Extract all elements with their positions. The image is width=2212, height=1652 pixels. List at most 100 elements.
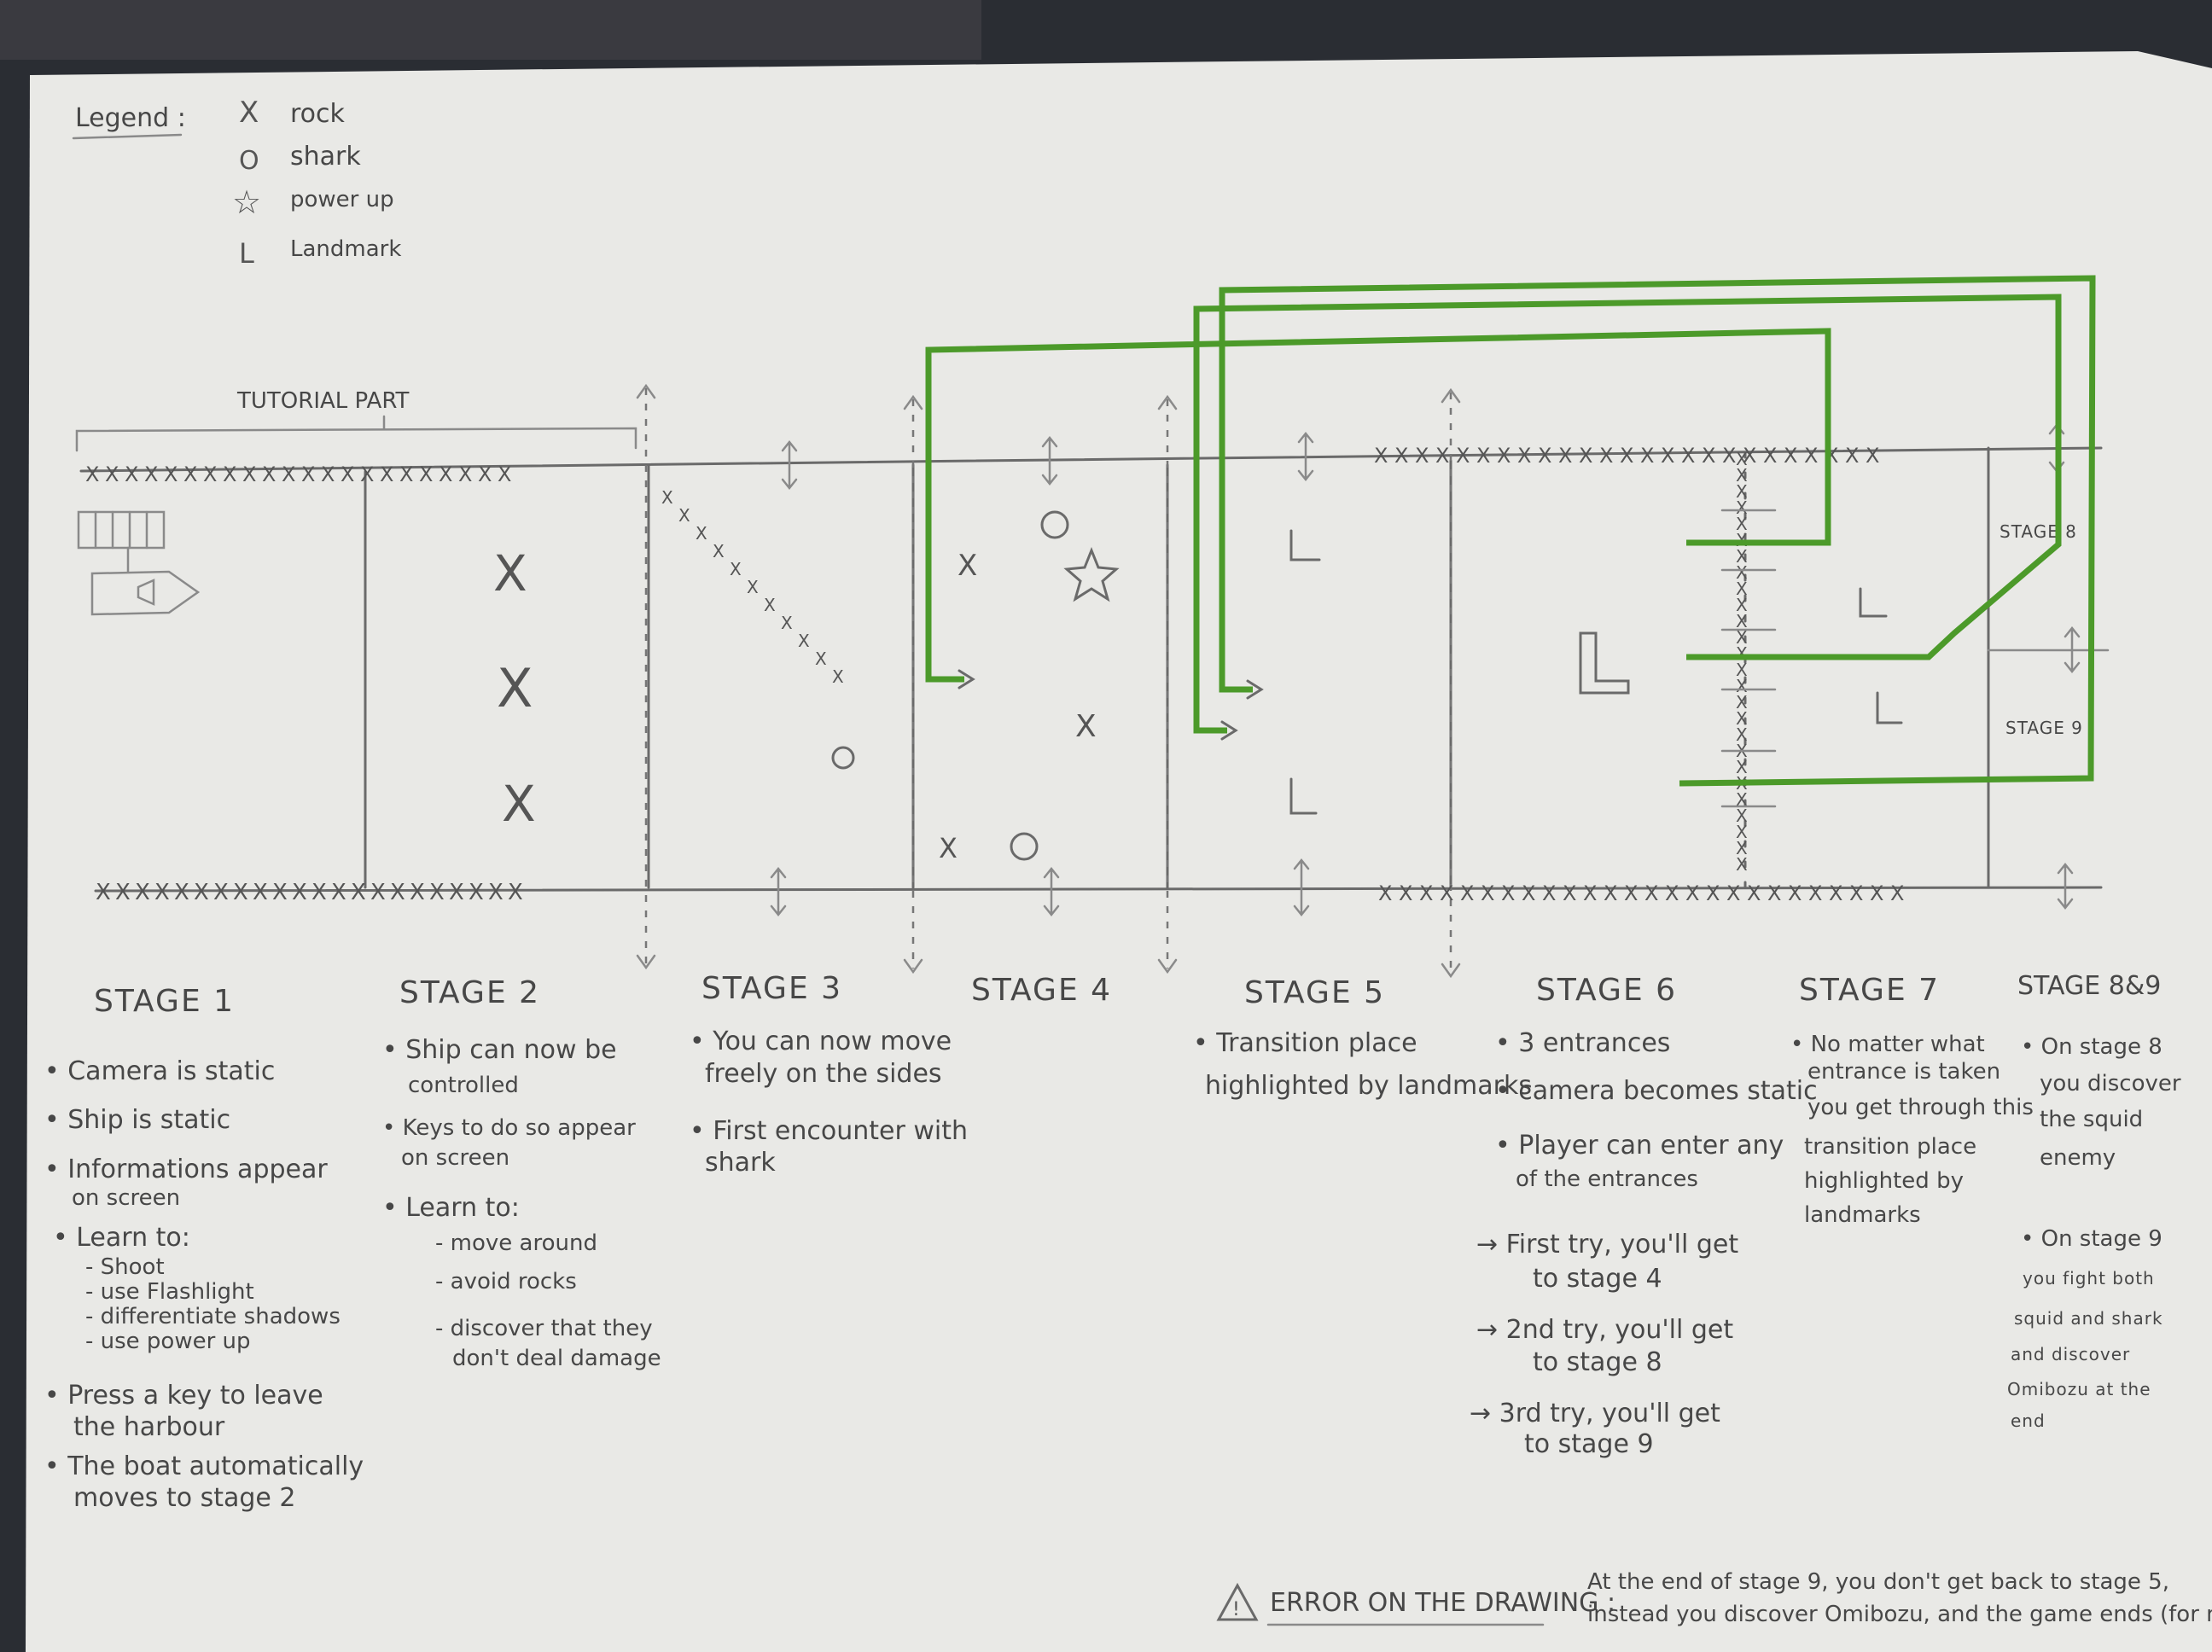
rock-icon: X: [832, 666, 844, 687]
stage-note: enemy: [2040, 1145, 2116, 1171]
stage-note: - use power up: [85, 1329, 251, 1354]
stage-note: to stage 8: [1533, 1347, 1662, 1377]
rock-icon: X: [958, 549, 977, 583]
rock-icon: X: [1415, 444, 1429, 468]
landmark-icon: [1289, 529, 1321, 561]
stage-note: • 3 entrances: [1495, 1028, 1670, 1058]
landmark-icon: L: [239, 237, 254, 270]
rock-icon: X: [1736, 449, 1748, 469]
rock-icon: X: [154, 880, 170, 905]
rock-icon: X: [96, 880, 111, 905]
rock-icon: X: [493, 544, 527, 602]
stage-title: STAGE 8&9: [2017, 971, 2161, 1001]
stage-note: the squid: [2040, 1107, 2143, 1132]
stage-note: - Shoot: [85, 1254, 165, 1280]
rock-icon: X: [1481, 881, 1494, 905]
rock-icon: X: [764, 595, 776, 615]
stage-3-notes: STAGE 3 • You can now move freely on the…: [690, 971, 968, 1178]
rock-icon: X: [1736, 546, 1748, 567]
rock-icon: X: [1763, 444, 1777, 468]
small-arrow-stage8-9: [2064, 625, 2081, 674]
rock-icon: X: [1399, 881, 1412, 905]
stage-title: STAGE 4: [971, 973, 1112, 1008]
error-note: ! ERROR ON THE DRAWING : At the end of s…: [1216, 1569, 2212, 1627]
small-arrow-bottom-2: [1043, 866, 1060, 917]
stage-7-notes: STAGE 7 • No matter what entrance is tak…: [1790, 973, 2034, 1228]
rock-icon: X: [1784, 444, 1797, 468]
rock-icon: X: [370, 880, 386, 905]
rock-icon: X: [1665, 881, 1679, 905]
stage-note: the harbour: [73, 1412, 225, 1442]
boat-icon: [90, 546, 201, 616]
rock-icon: X: [1538, 444, 1551, 468]
stage8-map-label: STAGE 8: [2000, 521, 2077, 542]
rock-icon: X: [696, 523, 707, 544]
rock-icon: X: [1736, 562, 1748, 583]
legend-underline: [72, 133, 183, 140]
stage-2-notes: STAGE 2 • Ship can now be controlled • K…: [382, 975, 661, 1371]
rock-icon: X: [135, 880, 150, 905]
rock-icon: X: [105, 462, 119, 486]
rock-icon: X: [1497, 444, 1511, 468]
rock-icon: X: [292, 880, 307, 905]
rock-icon: X: [1661, 444, 1674, 468]
rock-icon: X: [478, 462, 492, 486]
tutorial-label: TUTORIAL PART: [236, 388, 410, 414]
stage-note: moves to stage 2: [73, 1483, 296, 1513]
path-arrowhead-stage-9: [1246, 679, 1264, 700]
rock-icon: X: [164, 462, 178, 486]
small-arrow-bottom-3: [1293, 858, 1310, 917]
shark-icon: [1010, 832, 1039, 861]
rock-icon: X: [301, 462, 315, 486]
rock-icon: X: [419, 462, 433, 486]
tutorial-bracket: TUTORIAL PART: [75, 388, 637, 452]
dashed-arrow-3-heads: [1157, 394, 1178, 974]
stage-title: STAGE 7: [1799, 973, 1940, 1008]
stage-note: - discover that they: [435, 1316, 653, 1341]
rock-icon: X: [380, 462, 393, 486]
rock-icon: X: [497, 657, 533, 719]
small-arrow-bottom-4: [2057, 862, 2074, 910]
rock-icon: X: [1394, 444, 1408, 468]
harbour-dock: [77, 510, 166, 550]
stage-1-notes: STAGE 1 • Camera is static • Ship is sta…: [44, 984, 364, 1513]
rock-icon: X: [488, 880, 504, 905]
small-arrow-bottom-1: [770, 866, 787, 917]
rock-icon: X: [1788, 881, 1802, 905]
stage-note: • Camera is static: [44, 1056, 275, 1086]
rock-icon: X: [213, 880, 229, 905]
rock-icon: X: [1435, 444, 1449, 468]
rock-icon: X: [1736, 806, 1748, 826]
rock-icon: X: [1644, 881, 1658, 905]
path-to-stage-8: [1193, 294, 2062, 734]
shark-icon: [831, 746, 855, 770]
rock-icon: X: [508, 880, 523, 905]
rock-icon: X: [1743, 444, 1756, 468]
rock-icon: X: [1736, 676, 1748, 696]
rock-icon: X: [429, 880, 445, 905]
dock-planks: [94, 510, 148, 550]
rock-icon: X: [1736, 611, 1748, 631]
stage-note: • Ship is static: [44, 1105, 230, 1135]
stage-note: to stage 4: [1533, 1264, 1662, 1294]
stage-note: landmarks: [1804, 1202, 1921, 1228]
stage-note: on screen: [72, 1185, 180, 1211]
rock-icon: X: [1542, 881, 1556, 905]
rock-icon: X: [1736, 822, 1748, 842]
stage-note: highlighted by: [1804, 1168, 1964, 1194]
rock-icon: X: [262, 462, 276, 486]
rock-icon: X: [253, 880, 268, 905]
rock-icon: X: [242, 462, 256, 486]
rock-icon: X: [1829, 881, 1842, 905]
stage-note: • No matter what: [1790, 1032, 1985, 1057]
rock-icon: X: [1563, 881, 1576, 905]
stage-note: • Informations appear: [44, 1155, 328, 1184]
rock-icon: X: [1849, 881, 1863, 905]
bottom-border: [94, 886, 2103, 893]
shark-icon: O: [239, 146, 259, 176]
stage-note: • On stage 8: [2021, 1034, 2163, 1060]
stage-title: STAGE 5: [1244, 975, 1385, 1010]
stage-note: don't deal damage: [452, 1346, 661, 1371]
rock-icon: X: [85, 462, 99, 486]
rock-icon: X: [203, 462, 217, 486]
